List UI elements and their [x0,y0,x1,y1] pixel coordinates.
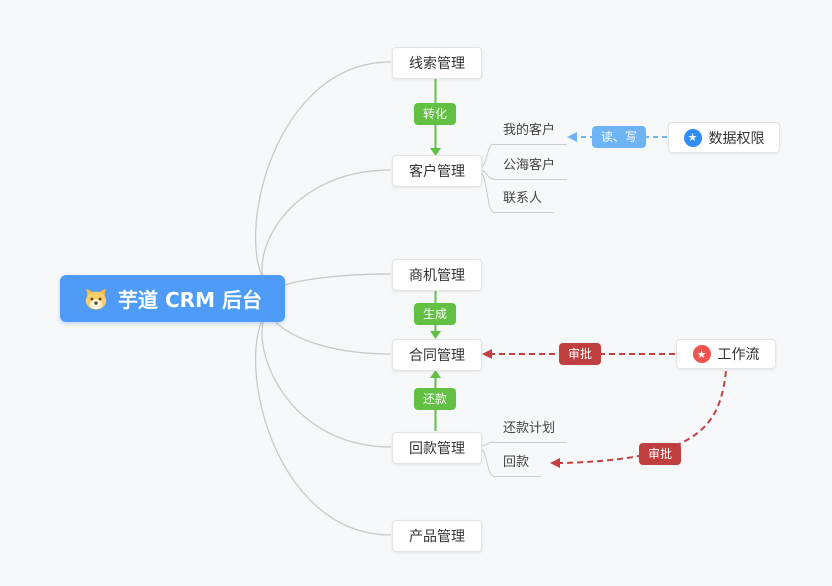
child-repayment-plan-label: 还款计划 [503,421,556,436]
node-data-permission-label: 数据权限 [708,130,765,147]
child-public-customers: 公海客户 [493,158,568,180]
node-product-management-label: 产品管理 [409,529,465,545]
star-icon: ★ [692,345,711,363]
arrowhead-approve-payment-icon [550,458,560,468]
arrowhead-repay-icon [430,370,441,378]
child-public-customers-label: 公海客户 [503,158,556,173]
node-data-permission: ★ 数据权限 [668,122,780,153]
curve-root-to-payments [261,300,392,448]
child-my-customers: 我的客户 [493,123,568,145]
curve-root-to-products [254,301,392,536]
node-payment-management: 回款管理 [392,432,482,464]
edge-label-generate: 生成 [414,303,457,325]
child-contacts-label: 联系人 [503,191,543,206]
curve-root-to-contracts [268,299,392,355]
node-opportunity-management-label: 商机管理 [409,268,465,284]
curve-root-to-leads [254,61,392,296]
edge-label-repay: 还款 [414,388,457,410]
node-opportunity-management: 商机管理 [392,259,482,291]
child-contacts: 联系人 [493,191,555,213]
child-payment: 回款 [493,455,542,477]
child-payment-label: 回款 [503,455,530,470]
node-product-management: 产品管理 [392,520,482,552]
star-icon: ★ [683,128,702,147]
node-customer-management: 客户管理 [392,155,482,187]
arrowhead-generate-icon [430,331,441,339]
node-workflow-label: 工作流 [717,347,760,363]
node-workflow: ★ 工作流 [676,339,776,369]
edge-label-approve-payment: 审批 [639,443,682,465]
node-payment-management-label: 回款管理 [409,441,465,457]
arrowhead-approve-contract-icon [482,349,492,359]
root-node-crm-backend: 芋道 CRM 后台 [60,275,285,322]
child-branch-curves [478,143,495,477]
node-contract-management-label: 合同管理 [409,348,465,364]
curve-root-to-opportunities [268,273,392,299]
node-lead-management-label: 线索管理 [409,56,465,72]
child-repayment-plan: 还款计划 [493,421,568,443]
child-my-customers-label: 我的客户 [503,123,556,138]
arrowhead-read-write-icon [567,132,577,142]
green-arrows [430,78,441,431]
edge-label-approve-contract: 审批 [559,343,602,365]
node-contract-management: 合同管理 [392,339,482,371]
edge-label-read-write: 读、写 [592,126,647,148]
root-node-label: 芋道 CRM 后台 [118,288,262,312]
dog-face-icon [83,286,109,312]
edge-label-convert: 转化 [414,103,457,125]
node-customer-management-label: 客户管理 [409,164,465,180]
node-lead-management: 线索管理 [392,47,482,79]
